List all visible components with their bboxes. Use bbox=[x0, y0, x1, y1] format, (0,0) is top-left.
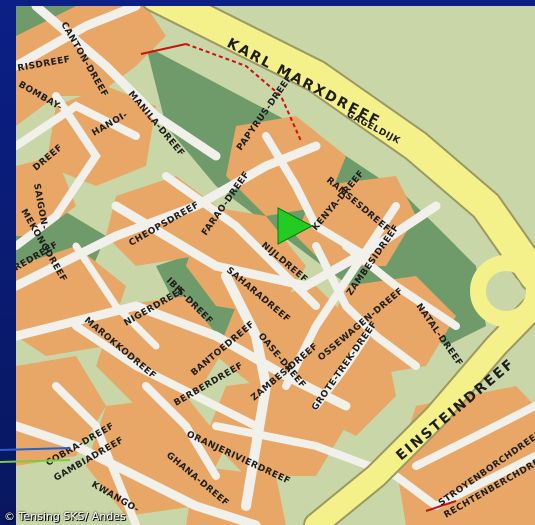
building-block bbox=[16, 156, 76, 236]
route-segment bbox=[140, 43, 187, 55]
decoration-line bbox=[0, 447, 70, 451]
major-roads bbox=[142, 6, 535, 525]
road bbox=[16, 421, 261, 525]
highway-karl-marxdreef bbox=[144, 6, 535, 291]
building-block bbox=[316, 346, 396, 436]
route-segment bbox=[425, 500, 457, 512]
route-segment bbox=[185, 43, 302, 142]
highway-einsteindreef bbox=[305, 295, 535, 525]
road bbox=[72, 322, 260, 430]
road bbox=[72, 242, 160, 350]
road bbox=[16, 92, 101, 250]
building-block bbox=[16, 356, 106, 466]
roundabout bbox=[470, 255, 535, 327]
road bbox=[212, 422, 440, 510]
road bbox=[412, 402, 535, 470]
road bbox=[162, 172, 320, 310]
road bbox=[16, 6, 141, 71]
road bbox=[312, 332, 370, 410]
road bbox=[282, 202, 400, 390]
position-marker[interactable] bbox=[277, 207, 314, 245]
minor-roads bbox=[16, 6, 535, 525]
street-map[interactable]: KARL MARXDREEFGAGELDIJKEINSTEINDREEFCANT… bbox=[16, 6, 535, 525]
building-block bbox=[186, 206, 306, 316]
road bbox=[432, 452, 535, 510]
road bbox=[16, 101, 140, 150]
road bbox=[31, 6, 221, 161]
decoration-line bbox=[0, 459, 70, 463]
road bbox=[262, 132, 370, 260]
frame-decoration bbox=[0, 447, 70, 463]
road bbox=[52, 382, 140, 525]
route-line bbox=[140, 43, 457, 512]
road bbox=[142, 382, 220, 480]
building-block bbox=[206, 376, 346, 476]
roundabout-center bbox=[490, 275, 522, 307]
road bbox=[111, 201, 441, 291]
road bbox=[312, 242, 420, 370]
road bbox=[342, 242, 460, 330]
road bbox=[221, 271, 272, 511]
copyright-notice: © Tensing SKS/ Andes bbox=[4, 510, 126, 523]
road bbox=[16, 301, 351, 411]
